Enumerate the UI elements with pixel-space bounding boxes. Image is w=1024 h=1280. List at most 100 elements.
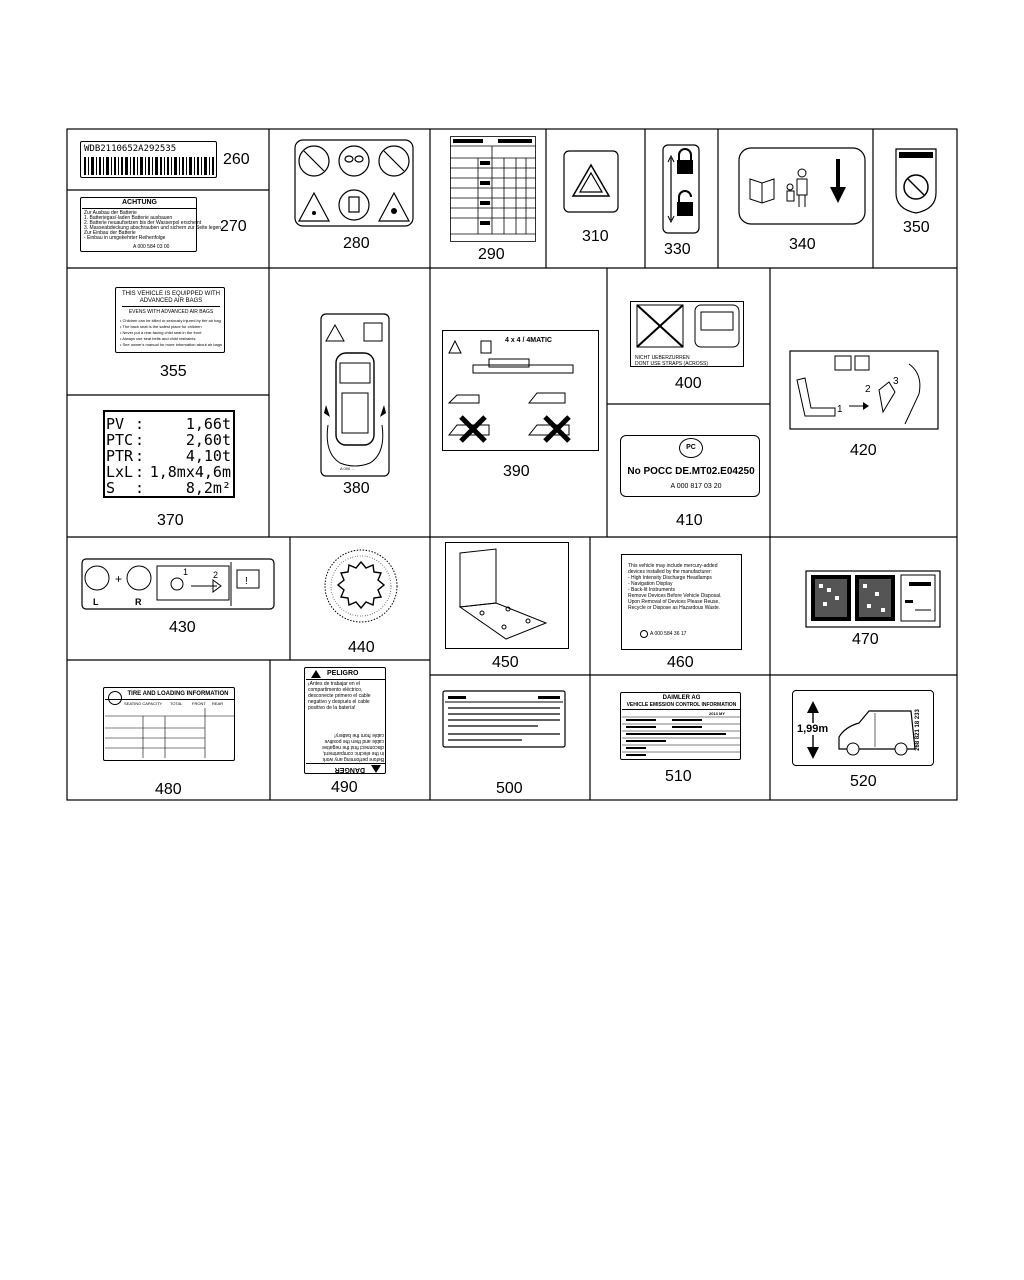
height-value: 1,99m — [797, 723, 829, 735]
tire-front: FRONT — [192, 701, 206, 706]
part-number-420: 420 — [850, 442, 877, 459]
svg-text:3: 3 — [893, 376, 899, 387]
achtung-line: 2. Batterie neuaufsetzen bis der Wasserp… — [84, 220, 202, 226]
danger-line: Before performing any work — [322, 756, 384, 762]
peligro-line: ¡Antes de trabajar en el — [308, 681, 360, 687]
svg-text:A 000 ...: A 000 ... — [340, 466, 355, 471]
seat-adjustment-label: 1 2 3 — [789, 350, 939, 430]
svg-text:!: ! — [245, 576, 248, 587]
weight-key: PTR — [106, 447, 134, 465]
danger-line: in the electric compartment, — [322, 750, 384, 756]
airbag-line: • Always use seat belts and child restra… — [120, 336, 196, 341]
svg-text:2: 2 — [213, 570, 218, 580]
vehicle-height-label: 1,99m 268 821 18 233 — [792, 690, 934, 766]
barcode-graphic — [84, 157, 214, 175]
shield-warning-label — [895, 148, 937, 214]
peligro-title: PELIGRO — [327, 670, 359, 677]
mercury-disposal-label: This vehicle may include mercury-added d… — [621, 554, 742, 650]
part-number-380: 380 — [343, 480, 370, 497]
danger-line: cable from the battery! — [334, 732, 384, 738]
part-number-355: 355 — [160, 363, 187, 380]
part-number-440: 440 — [348, 639, 375, 656]
towing-pictograms — [447, 339, 574, 443]
part-number-350: 350 — [903, 219, 930, 236]
achtung-part: A 000 584 03 00 — [133, 244, 170, 250]
weight-value: 1,8mx4,6m — [149, 463, 231, 481]
mercury-line: - Back-lit Instruments — [628, 587, 675, 593]
part-number-260: 260 — [223, 151, 250, 168]
tire-brand-logo — [108, 691, 122, 705]
part-number-520: 520 — [850, 773, 877, 790]
part-number-310: 310 — [582, 228, 609, 245]
airbag-line: • Children can be killed or seriously in… — [120, 318, 221, 323]
mercedes-star-icon — [640, 630, 648, 638]
pocc-number: No POCC DE.MT02.E04250 — [627, 466, 755, 477]
airbag-title-2: ADVANCED AIR BAGS — [139, 298, 203, 304]
lr-release-label: + L R 1 2 ! — [81, 558, 275, 610]
achtung-line: Zur Einbau der Batterie — [84, 230, 136, 236]
bracket-label-frame — [445, 542, 569, 649]
airbag-subtitle: EVENS WITH ADVANCED AIR BAGS — [128, 309, 214, 315]
achtung-line: 1. Batteriegas/-laden Batterie ausbauen — [84, 215, 173, 221]
part-number-450: 450 — [492, 654, 519, 671]
peligro-line: compartimento eléctrico, — [308, 687, 363, 693]
part-number-460: 460 — [667, 654, 694, 671]
part-number-510: 510 — [665, 768, 692, 785]
achtung-title: ACHTUNG — [122, 199, 157, 206]
matic-title: 4 x 4 / 4MATIC — [505, 337, 552, 344]
tire-table-grid — [105, 708, 235, 758]
airbag-line: • The back seat is the safest place for … — [120, 324, 202, 329]
danger-title: DANGER — [334, 766, 365, 773]
mercury-line: - Navigation Display — [628, 581, 673, 587]
crossed-straps-icon — [636, 304, 740, 348]
airbag-line: • See owner's manual for more informatio… — [120, 342, 222, 347]
achtung-line: Zur Ausbau der Batterie — [84, 210, 137, 216]
part-number-430: 430 — [169, 619, 196, 636]
part-number-490: 490 — [331, 779, 358, 796]
emission-table-lines — [622, 716, 741, 756]
weight-key: S — [106, 479, 116, 497]
danger-line: cable and then the positive — [324, 738, 385, 744]
svg-text:2: 2 — [865, 384, 871, 395]
part-number-290: 290 — [478, 246, 505, 263]
part-number-500: 500 — [496, 780, 523, 797]
part-number-270: 270 — [220, 218, 247, 235]
achtung-line: 3. Masseabdeckung abschrauben und sicher… — [84, 225, 222, 231]
svg-text:1: 1 — [183, 567, 188, 577]
part-number-470: 470 — [852, 631, 879, 648]
peligro-danger-label: PELIGRO ¡Antes de trabajar en el compart… — [304, 667, 386, 774]
hazard-triangle-icon — [563, 150, 619, 213]
emission-year: 2013 MY — [709, 711, 726, 716]
part-number-340: 340 — [789, 236, 816, 253]
airbag-title-1: THIS VEHICLE IS EQUIPPED WITH — [121, 291, 220, 297]
vin-barcode-label: WDB2110652A292535 — [80, 141, 217, 178]
tire-seating: SEATING CAPACITY — [124, 701, 163, 706]
part-number-400: 400 — [675, 375, 702, 392]
emission-title: VEHICLE EMISSION CONTROL INFORMATION — [626, 702, 737, 708]
mercury-line: Upon Removal of Devices Please Reuse, — [628, 599, 720, 605]
qr-code-label — [805, 570, 941, 628]
svg-text:1: 1 — [837, 404, 843, 415]
achtung-line: - Einbau in umgekehrter Reihenfolge — [84, 235, 166, 241]
peligro-line: positivo de la batería! — [308, 705, 356, 711]
mercury-line: - High Intensity Discharge Headlamps — [628, 575, 712, 581]
weight-value: 8,2m² — [185, 479, 231, 497]
weight-value: 2,60t — [185, 431, 231, 449]
tire-title: TIRE AND LOADING INFORMATION — [127, 691, 229, 697]
part-number-370: 370 — [157, 512, 184, 529]
mercury-part: A 000 584 36 17 — [650, 631, 687, 637]
straps-warning-en: DONT USE STRAPS (ACROSS) — [635, 361, 708, 367]
height-part-code: 268 821 18 233 — [914, 709, 921, 751]
child-safety-pictogram — [738, 147, 866, 225]
achtung-battery-label: ACHTUNG Zur Ausbau der Batterie 1. Batte… — [80, 197, 221, 252]
vehicle-top-view-label: A 000 ... — [320, 313, 390, 477]
svg-text:+: + — [115, 572, 122, 586]
text-info-label — [442, 690, 566, 748]
emission-control-label: DAIMLER AG VEHICLE EMISSION CONTROL INFO… — [620, 692, 741, 760]
emission-brand: DAIMLER AG — [662, 695, 701, 701]
part-number-280: 280 — [343, 235, 370, 252]
part-number-480: 480 — [155, 781, 182, 798]
svg-text:R: R — [135, 597, 142, 607]
airbag-info-label: THIS VEHICLE IS EQUIPPED WITH ADVANCED A… — [115, 287, 225, 353]
